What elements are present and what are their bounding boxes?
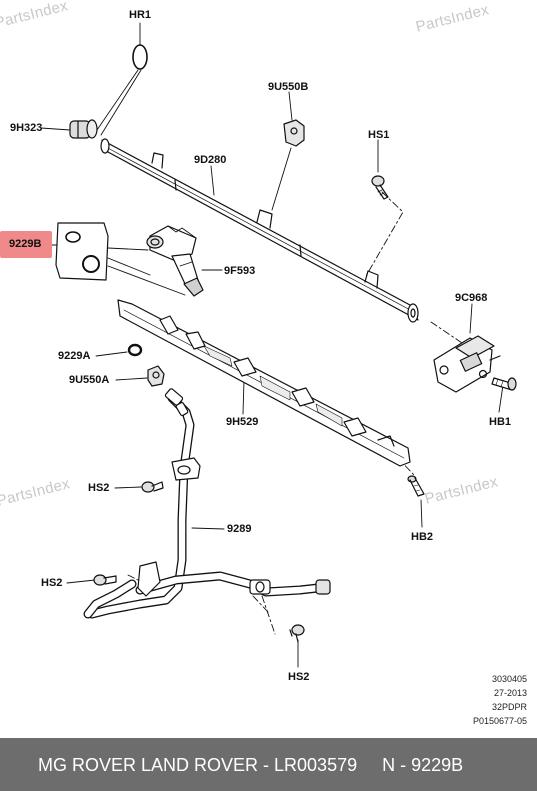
clip-9u550a xyxy=(147,365,165,387)
drawing-reference: 3030405 27-2013 32PDPR P0150677-05 xyxy=(473,672,527,728)
o-ring-kit-9229b xyxy=(55,222,109,281)
o-ring-hr1 xyxy=(132,44,148,70)
part-label-hr1[interactable]: HR1 xyxy=(129,9,152,21)
bolt-hb1 xyxy=(491,377,517,391)
part-label-9h323[interactable]: 9H323 xyxy=(10,122,43,134)
fuel-pipe-9289 xyxy=(83,388,331,619)
part-label-9d280[interactable]: 9D280 xyxy=(194,154,227,166)
reference-line: 27-2013 xyxy=(493,688,527,698)
part-label-9229a[interactable]: 9229A xyxy=(58,350,91,362)
heat-shield-9h529 xyxy=(117,299,411,467)
screw-hs2-middle xyxy=(141,481,164,493)
fuel-rail-9d280 xyxy=(100,138,419,323)
screw-hs2-left xyxy=(93,574,117,586)
part-label-9229b: 9229B xyxy=(9,238,42,250)
pressure-sensor-9c968 xyxy=(433,335,501,393)
part-label-9c968[interactable]: 9C968 xyxy=(455,292,488,304)
reference-line: P0150677-05 xyxy=(472,716,527,726)
footer-part-number: MG ROVER LAND ROVER - LR003579 N - 9229B xyxy=(38,755,464,775)
parts-diagram: PartsIndex PartsIndex PartsIndex PartsIn… xyxy=(0,0,527,728)
injector-9f593 xyxy=(146,225,204,297)
part-label-hb1[interactable]: HB1 xyxy=(489,416,512,428)
part-label-9h529[interactable]: 9H529 xyxy=(226,416,259,428)
clip-9u550b xyxy=(283,119,305,147)
reference-line: 32PDPR xyxy=(491,702,527,712)
screw-hs1 xyxy=(371,175,389,200)
bolt-hb2 xyxy=(407,475,425,497)
part-label-hs2[interactable]: HS2 xyxy=(41,577,63,589)
leader-lines xyxy=(40,22,504,668)
part-label-9289[interactable]: 9289 xyxy=(227,523,252,535)
part-label-9u550b[interactable]: 9U550B xyxy=(268,81,309,93)
part-label-9f593[interactable]: 9F593 xyxy=(224,265,256,277)
o-ring-9229a xyxy=(127,343,143,357)
part-label-hs1[interactable]: HS1 xyxy=(368,129,390,141)
parts-drawing xyxy=(40,22,517,668)
part-label-hs2[interactable]: HS2 xyxy=(88,482,110,494)
reference-line: 3030405 xyxy=(491,674,527,684)
part-label-hb2[interactable]: HB2 xyxy=(411,531,434,543)
highlighted-part-label[interactable]: 9229B xyxy=(0,231,52,258)
screw-hs2-bottom xyxy=(289,624,305,643)
part-label-9u550a[interactable]: 9U550A xyxy=(69,374,110,386)
footer-bar: MG ROVER LAND ROVER - LR003579 N - 9229B xyxy=(0,738,537,791)
part-label-hs2[interactable]: HS2 xyxy=(288,671,310,683)
end-cap-9h323 xyxy=(69,119,98,139)
